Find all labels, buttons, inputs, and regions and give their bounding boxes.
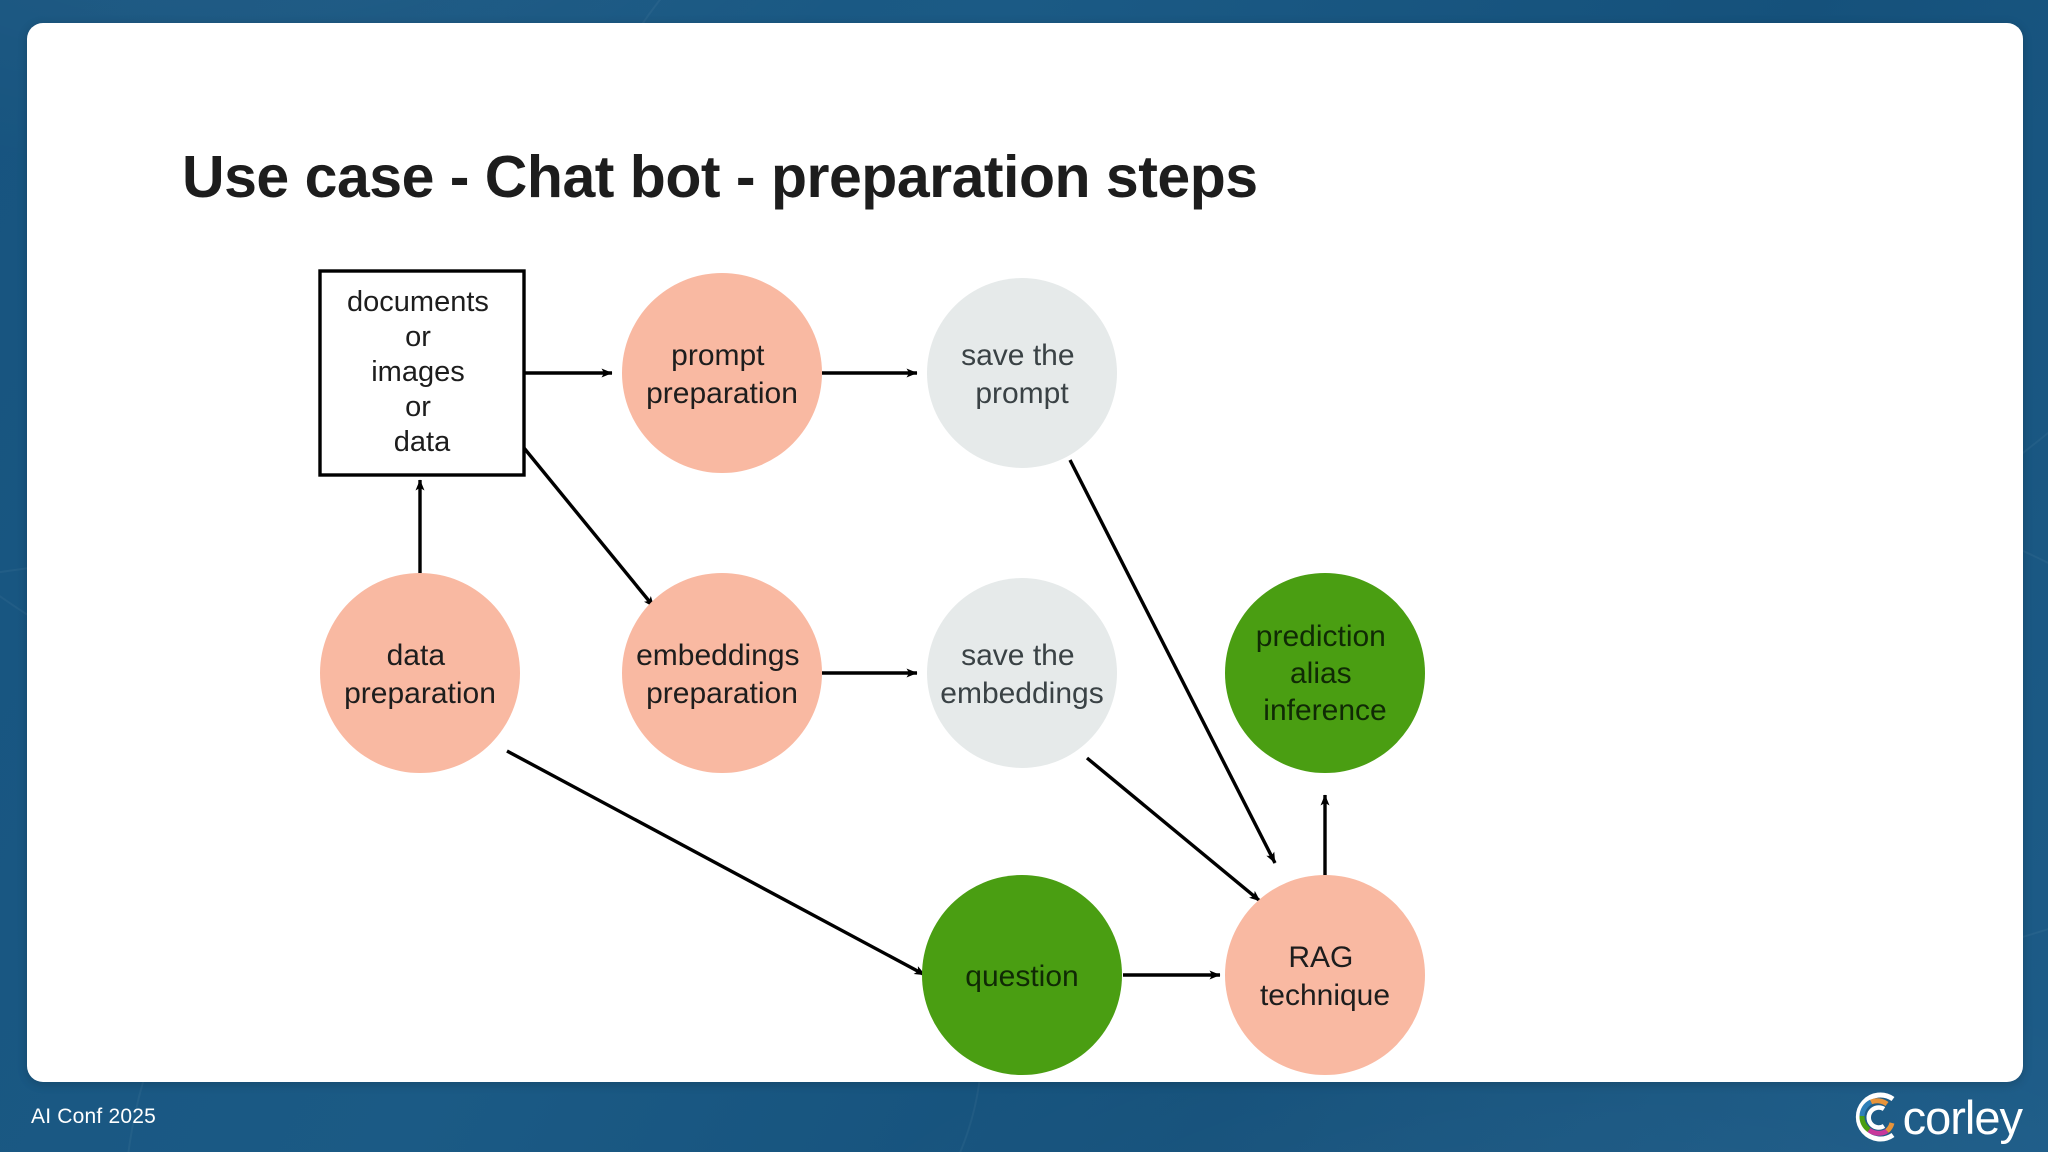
corley-logo: corley xyxy=(1849,1089,2023,1145)
node-save-the-embeddings-shape xyxy=(927,578,1117,768)
diagram-edges xyxy=(415,368,1330,980)
node-data-preparation-shape xyxy=(320,573,520,773)
node-question[interactable]: question xyxy=(922,875,1122,1075)
edge-data-prep-to-question xyxy=(506,749,926,977)
slide-content-card: Use case - Chat bot - preparation steps xyxy=(27,23,2023,1082)
node-source-shape xyxy=(318,269,526,477)
footer-conference-label: AI Conf 2025 xyxy=(31,1105,156,1128)
node-embeddings-preparation[interactable]: embeddings preparation xyxy=(622,573,822,773)
node-prompt-preparation-shape xyxy=(622,273,822,473)
node-embeddings-preparation-shape xyxy=(622,573,822,773)
node-prediction-alias-inference[interactable]: prediction alias inference xyxy=(1225,573,1425,773)
node-data-preparation[interactable]: data preparation xyxy=(320,573,520,773)
node-prediction-alias-inference-shape xyxy=(1225,573,1425,773)
corley-c-mark-icon xyxy=(1855,1092,1895,1142)
node-question-shape xyxy=(922,875,1122,1075)
node-prompt-preparation[interactable]: prompt preparation xyxy=(622,273,822,473)
page-title: Use case - Chat bot - preparation steps xyxy=(182,144,1258,210)
edge-save-embed-to-rag xyxy=(1085,756,1262,903)
edge-save-prompt-to-rag xyxy=(1068,459,1277,864)
node-save-the-prompt[interactable]: save the prompt xyxy=(927,278,1117,468)
corley-logo-wordmark: corley xyxy=(1902,1090,2023,1144)
edge-source-to-embed-prep xyxy=(522,446,656,609)
node-source-documents[interactable]: documents or images or data xyxy=(318,269,526,477)
node-rag-technique[interactable]: RAG technique xyxy=(1225,875,1425,1075)
node-save-the-embeddings[interactable]: save the embeddings xyxy=(927,578,1117,768)
flow-diagram: documents or images or data prompt prepa… xyxy=(318,269,1425,1075)
node-save-the-prompt-shape xyxy=(927,278,1117,468)
node-rag-technique-shape xyxy=(1225,875,1425,1075)
